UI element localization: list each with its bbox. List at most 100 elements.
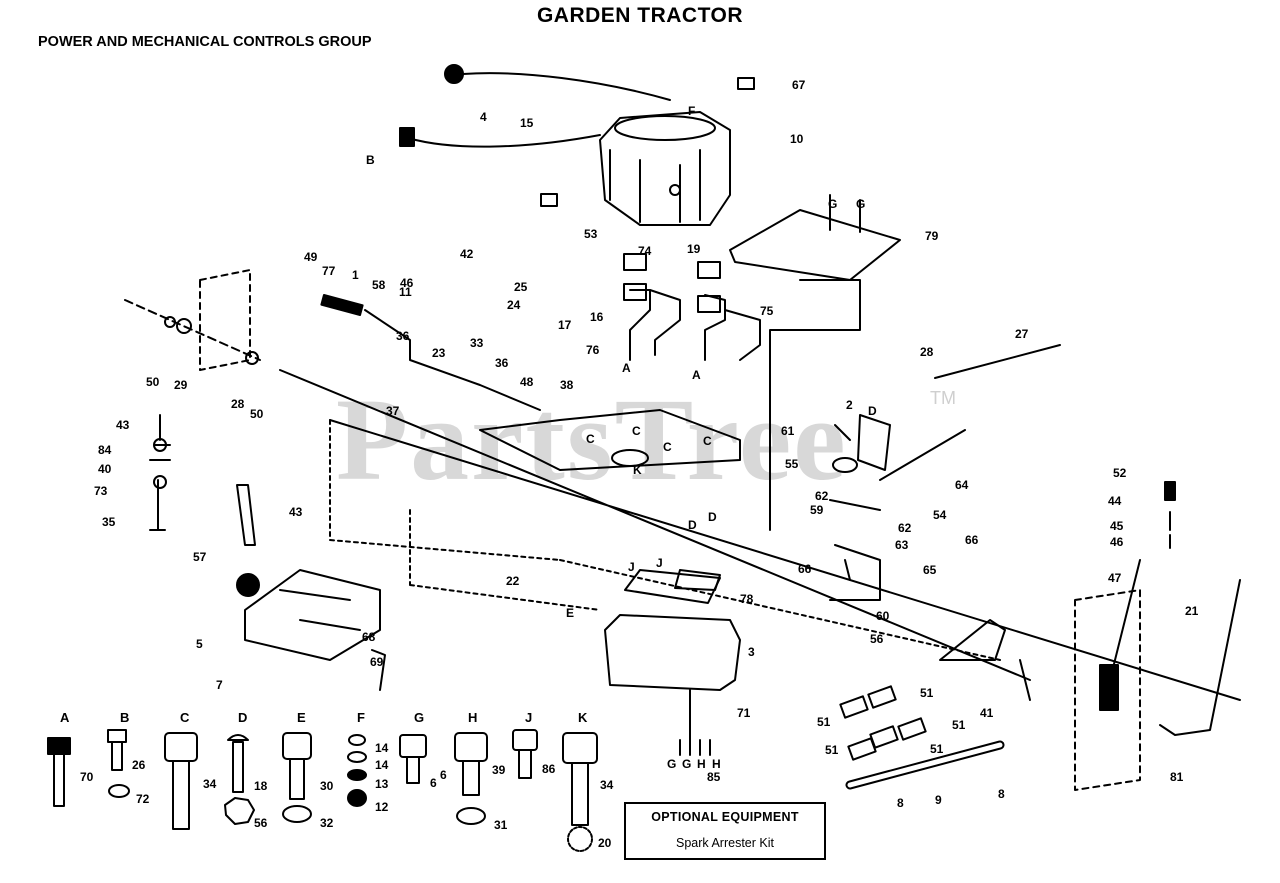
callout-74: 74 — [638, 244, 652, 258]
callout-42: 42 — [460, 247, 474, 261]
hardware-part-56: 56 — [254, 816, 268, 830]
callout-27: 27 — [1015, 327, 1029, 341]
throttle-cable — [444, 64, 671, 101]
callout-59: 59 — [810, 503, 824, 517]
callout-73: 73 — [94, 484, 108, 498]
callout-53: 53 — [584, 227, 598, 241]
callout-51: 51 — [930, 742, 944, 756]
hardware-part-39: 39 — [492, 763, 506, 777]
callout-46: 46 — [400, 276, 414, 290]
callout-84: 84 — [98, 443, 112, 457]
callout-58: 58 — [372, 278, 386, 292]
callout-68: 68 — [362, 630, 376, 644]
callout-52: 52 — [1113, 466, 1127, 480]
callout-76: 76 — [586, 343, 600, 357]
frame-rail — [279, 369, 1241, 701]
hardware-part-18: 18 — [254, 779, 268, 793]
callout-65: 65 — [923, 563, 937, 577]
hardware-part-6: 6 — [430, 776, 437, 790]
callout-49: 49 — [304, 250, 318, 264]
callout-54: 54 — [933, 508, 947, 522]
callout-5: 5 — [196, 637, 203, 651]
callout-57: 57 — [193, 550, 207, 564]
diagram-title: GARDEN TRACTOR — [536, 4, 744, 27]
callout-41: 41 — [980, 706, 994, 720]
ref-letter-F: F — [688, 104, 696, 118]
ref-letter-C: C — [703, 434, 712, 448]
callout-67: 67 — [792, 78, 806, 92]
callout-51: 51 — [952, 718, 966, 732]
hardware-part-20: 20 — [598, 836, 612, 850]
callout-4: 4 — [480, 110, 487, 124]
callout-23: 23 — [432, 346, 446, 360]
hardware-part-14: 14 — [375, 758, 389, 772]
optional-equipment-box: OPTIONAL EQUIPMENT Spark Arrester Kit — [624, 802, 826, 860]
hardware-part-31: 31 — [494, 818, 508, 832]
callout-43: 43 — [289, 505, 303, 519]
callout-62: 62 — [815, 489, 829, 503]
battery-box — [604, 569, 741, 691]
hardware-letter-B: B — [120, 710, 130, 725]
ref-letter-G: G — [828, 197, 838, 211]
ref-letter-A: A — [622, 361, 631, 375]
hardware-part-34: 34 — [600, 778, 614, 792]
hardware-part-86: 86 — [542, 762, 556, 776]
callout-10: 10 — [790, 132, 804, 146]
callout-8: 8 — [998, 787, 1005, 801]
callout-3: 3 — [748, 645, 755, 659]
callout-45: 45 — [1110, 519, 1124, 533]
watermark-trademark: TM — [930, 388, 956, 408]
callout-2: 2 — [846, 398, 853, 412]
hardware-part-12: 12 — [375, 800, 389, 814]
callout-78: 78 — [740, 592, 754, 606]
callout-50: 50 — [250, 407, 264, 421]
hardware-part-34: 34 — [203, 777, 217, 791]
callout-69: 69 — [370, 655, 384, 669]
callout-15: 15 — [520, 116, 534, 130]
ref-letter-J: J — [628, 560, 635, 574]
ref-letter-G: G — [856, 197, 866, 211]
callout-56: 56 — [870, 632, 884, 646]
callout-61: 61 — [781, 424, 795, 438]
lift-lever — [320, 293, 541, 411]
callout-22: 22 — [506, 574, 520, 588]
ref-letter-D: D — [868, 404, 877, 418]
hardware-letter-J: J — [525, 710, 533, 725]
callout-46: 46 — [1110, 535, 1124, 549]
callout-11: 11 — [399, 285, 412, 299]
hardware-part-32: 32 — [320, 816, 334, 830]
choke-cable — [399, 127, 601, 148]
callout-21: 21 — [1185, 604, 1199, 618]
hardware-part-70: 70 — [80, 770, 94, 784]
callout-17: 17 — [558, 318, 572, 332]
ref-letter-E: E — [566, 606, 575, 620]
ref-letter-D: D — [688, 518, 697, 532]
callout-63: 63 — [895, 538, 909, 552]
callout-62: 62 — [898, 521, 912, 535]
callout-16: 16 — [590, 310, 604, 324]
callout-47: 47 — [1108, 571, 1122, 585]
callout-7: 7 — [216, 678, 223, 692]
hardware-letter-A: A — [60, 710, 70, 725]
callout-48: 48 — [520, 375, 534, 389]
ref-letter-J: J — [656, 556, 663, 570]
optional-equipment-title: OPTIONAL EQUIPMENT — [651, 810, 799, 824]
callout-9: 9 — [935, 793, 942, 807]
callout-29: 29 — [174, 378, 188, 392]
callout-60: 60 — [876, 609, 890, 623]
callout-77: 77 — [322, 264, 336, 278]
callout-33: 33 — [470, 336, 484, 350]
callout-44: 44 — [1108, 494, 1122, 508]
hardware-part-13: 13 — [375, 777, 389, 791]
hardware-part-14: 14 — [375, 741, 389, 755]
callout-36: 36 — [495, 356, 509, 370]
callout-36: 36 — [396, 329, 410, 343]
hardware-letter-H: H — [468, 710, 478, 725]
diagram-subtitle: POWER AND MECHANICAL CONTROLS GROUP — [38, 34, 372, 50]
hardware-letter-E: E — [297, 710, 306, 725]
callout-43: 43 — [116, 418, 130, 432]
ref-letter-H: H — [712, 757, 721, 771]
hardware-part-6: 6 — [440, 768, 447, 782]
callout-79: 79 — [925, 229, 939, 243]
ref-letter-G: G — [667, 757, 677, 771]
